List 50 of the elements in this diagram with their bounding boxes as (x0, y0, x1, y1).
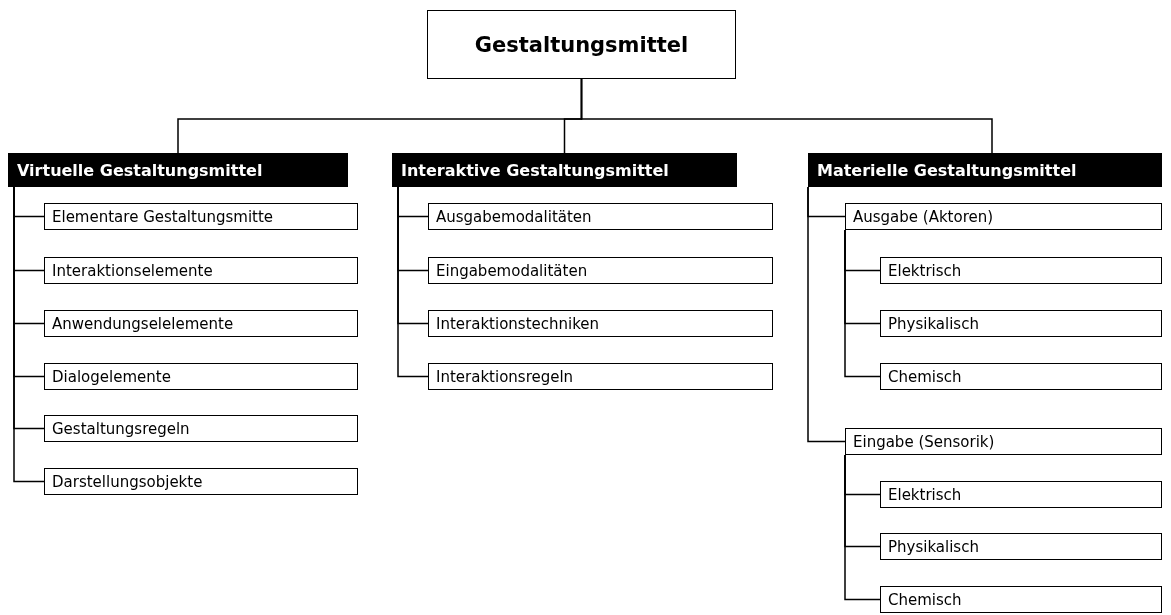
item-box (880, 586, 1162, 613)
node-label: Ausgabe (Aktoren) (853, 207, 994, 226)
item-box (428, 363, 773, 390)
item-box (44, 257, 358, 284)
item-box (880, 533, 1162, 560)
connector-line (844, 229, 881, 378)
item-box (44, 203, 358, 230)
node-label: Anwendungselelemente (52, 314, 234, 333)
node-label: Interaktionstechniken (436, 314, 600, 333)
node-label: Chemisch (888, 367, 962, 386)
category-header (8, 153, 348, 187)
node-label: Darstellungsobjekte (52, 472, 203, 491)
item-box (428, 257, 773, 284)
item-box (428, 310, 773, 337)
node-label: Gestaltungsregeln (52, 419, 190, 438)
node-label: Interaktive Gestaltungsmittel (401, 160, 669, 180)
node-label: Dialogelemente (52, 367, 171, 386)
connector-line (397, 186, 429, 378)
node-label: Elektrisch (888, 261, 962, 280)
node-label: Interaktionsregeln (436, 367, 574, 386)
item-box (845, 203, 1162, 230)
item-box (44, 363, 358, 390)
connector-line (807, 186, 846, 443)
connector-line (580, 78, 993, 154)
node-label: Virtuelle Gestaltungsmittel (17, 160, 263, 180)
item-box (880, 363, 1162, 390)
connector-line (13, 186, 45, 483)
item-box (880, 481, 1162, 508)
item-box (845, 428, 1162, 455)
node-label: Eingabemodalitäten (436, 261, 588, 280)
item-box (880, 310, 1162, 337)
node-label: Chemisch (888, 590, 962, 609)
root-box (427, 10, 736, 79)
node-label: Ausgabemodalitäten (436, 207, 592, 226)
item-box (880, 257, 1162, 284)
connector-line (844, 454, 881, 601)
item-box (44, 415, 358, 442)
category-header (392, 153, 737, 187)
node-label: Physikalisch (888, 314, 979, 333)
item-box (44, 468, 358, 495)
node-label: Elementare Gestaltungsmitte (52, 207, 274, 226)
item-box (428, 203, 773, 230)
node-label: Materielle Gestaltungsmittel (817, 160, 1077, 180)
node-label: Gestaltungsmittel (474, 32, 689, 57)
category-header (808, 153, 1162, 187)
node-label: Eingabe (Sensorik) (853, 432, 995, 451)
node-label: Elektrisch (888, 485, 962, 504)
node-label: Physikalisch (888, 537, 979, 556)
node-label: Interaktionselemente (52, 261, 213, 280)
item-box (44, 310, 358, 337)
